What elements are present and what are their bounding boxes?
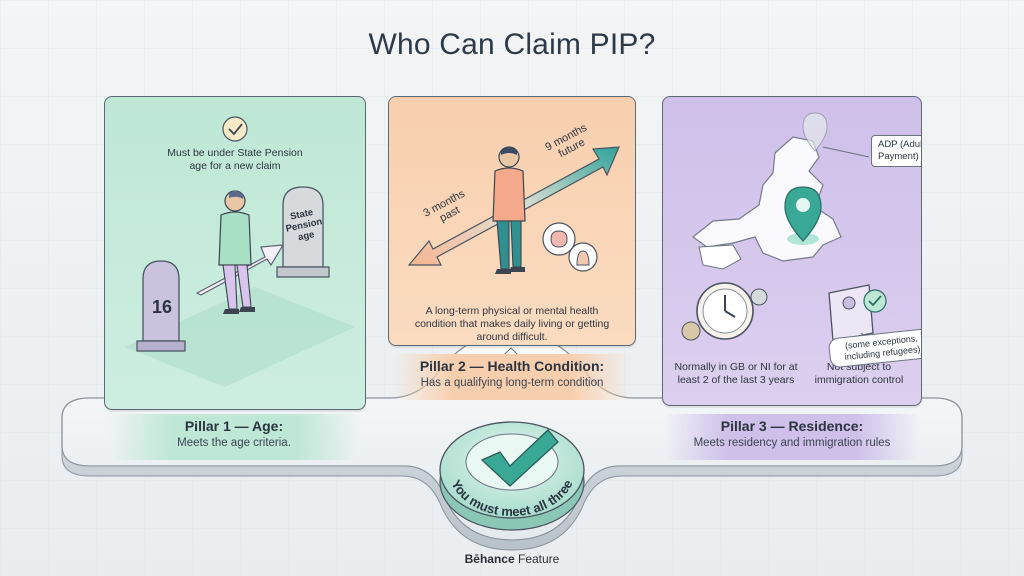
pillar2-description: A long-term physical or mental health co… [414,305,610,343]
milestone-16-icon [142,260,180,342]
milestone-pension-icon [282,186,324,268]
behance-logo: Bēhance [464,552,515,566]
pillar1-heading: Pillar 1 — Age: [184,418,284,434]
big-check-icon [480,429,559,487]
residence-note: Normally in GB or NI for at least 2 of t… [674,361,798,386]
gear-icon-2 [750,288,768,306]
pillar1-subtext: Meets the age criteria. [177,437,291,449]
milestone-16-label: 16 [151,297,173,317]
page-title: Who Can Claim PIP? [368,28,656,61]
check-badge-icon [222,116,248,142]
faded-pin-icon [802,112,828,152]
approved-check-icon [863,289,887,313]
pillar2-band [392,354,632,400]
gear-icon [681,321,701,341]
pillar2-heading: Pillar 2 — Health Condition: [419,358,605,374]
footer-suffix: Feature [514,552,560,566]
pillar2-illustration [407,146,620,274]
pillar3-band [664,414,920,460]
pillar3-subtext: Meets residency and immigration rules [693,437,891,449]
immigration-note: Not subject to immigration control [814,361,904,386]
pillar2-subtext: Has a qualifying long-term condition [420,377,604,389]
adp-callout: ADP (Adult Disability Payment) instead [871,135,921,167]
footer-brand: Bēhance Feature [0,552,1024,566]
age-arrow-icon [195,244,285,296]
pillar1-label: Pillar 1 — Age: Meets the age criteria. [108,418,360,449]
pillar3-panel: ADP (Adult Disability Payment) instead N… [662,96,922,406]
pillar1-panel: Must be under State Pension age for a ne… [104,96,366,410]
pillar1-note: Must be under State Pension age for a ne… [167,147,303,172]
pillar1-illustration [125,116,355,387]
pillar2-label: Pillar 2 — Health Condition: Has a quali… [392,358,632,389]
pillar2-panel: 3 months past 9 months future A long-ter… [388,96,636,346]
center-disc: You must meet all three [439,421,585,531]
pillar3-label: Pillar 3 — Residence: Meets residency an… [664,418,920,449]
pillar3-illustration [681,112,887,344]
pillar1-band [108,414,360,460]
location-pin-icon [784,186,822,242]
pillar3-heading: Pillar 3 — Residence: [720,418,864,434]
